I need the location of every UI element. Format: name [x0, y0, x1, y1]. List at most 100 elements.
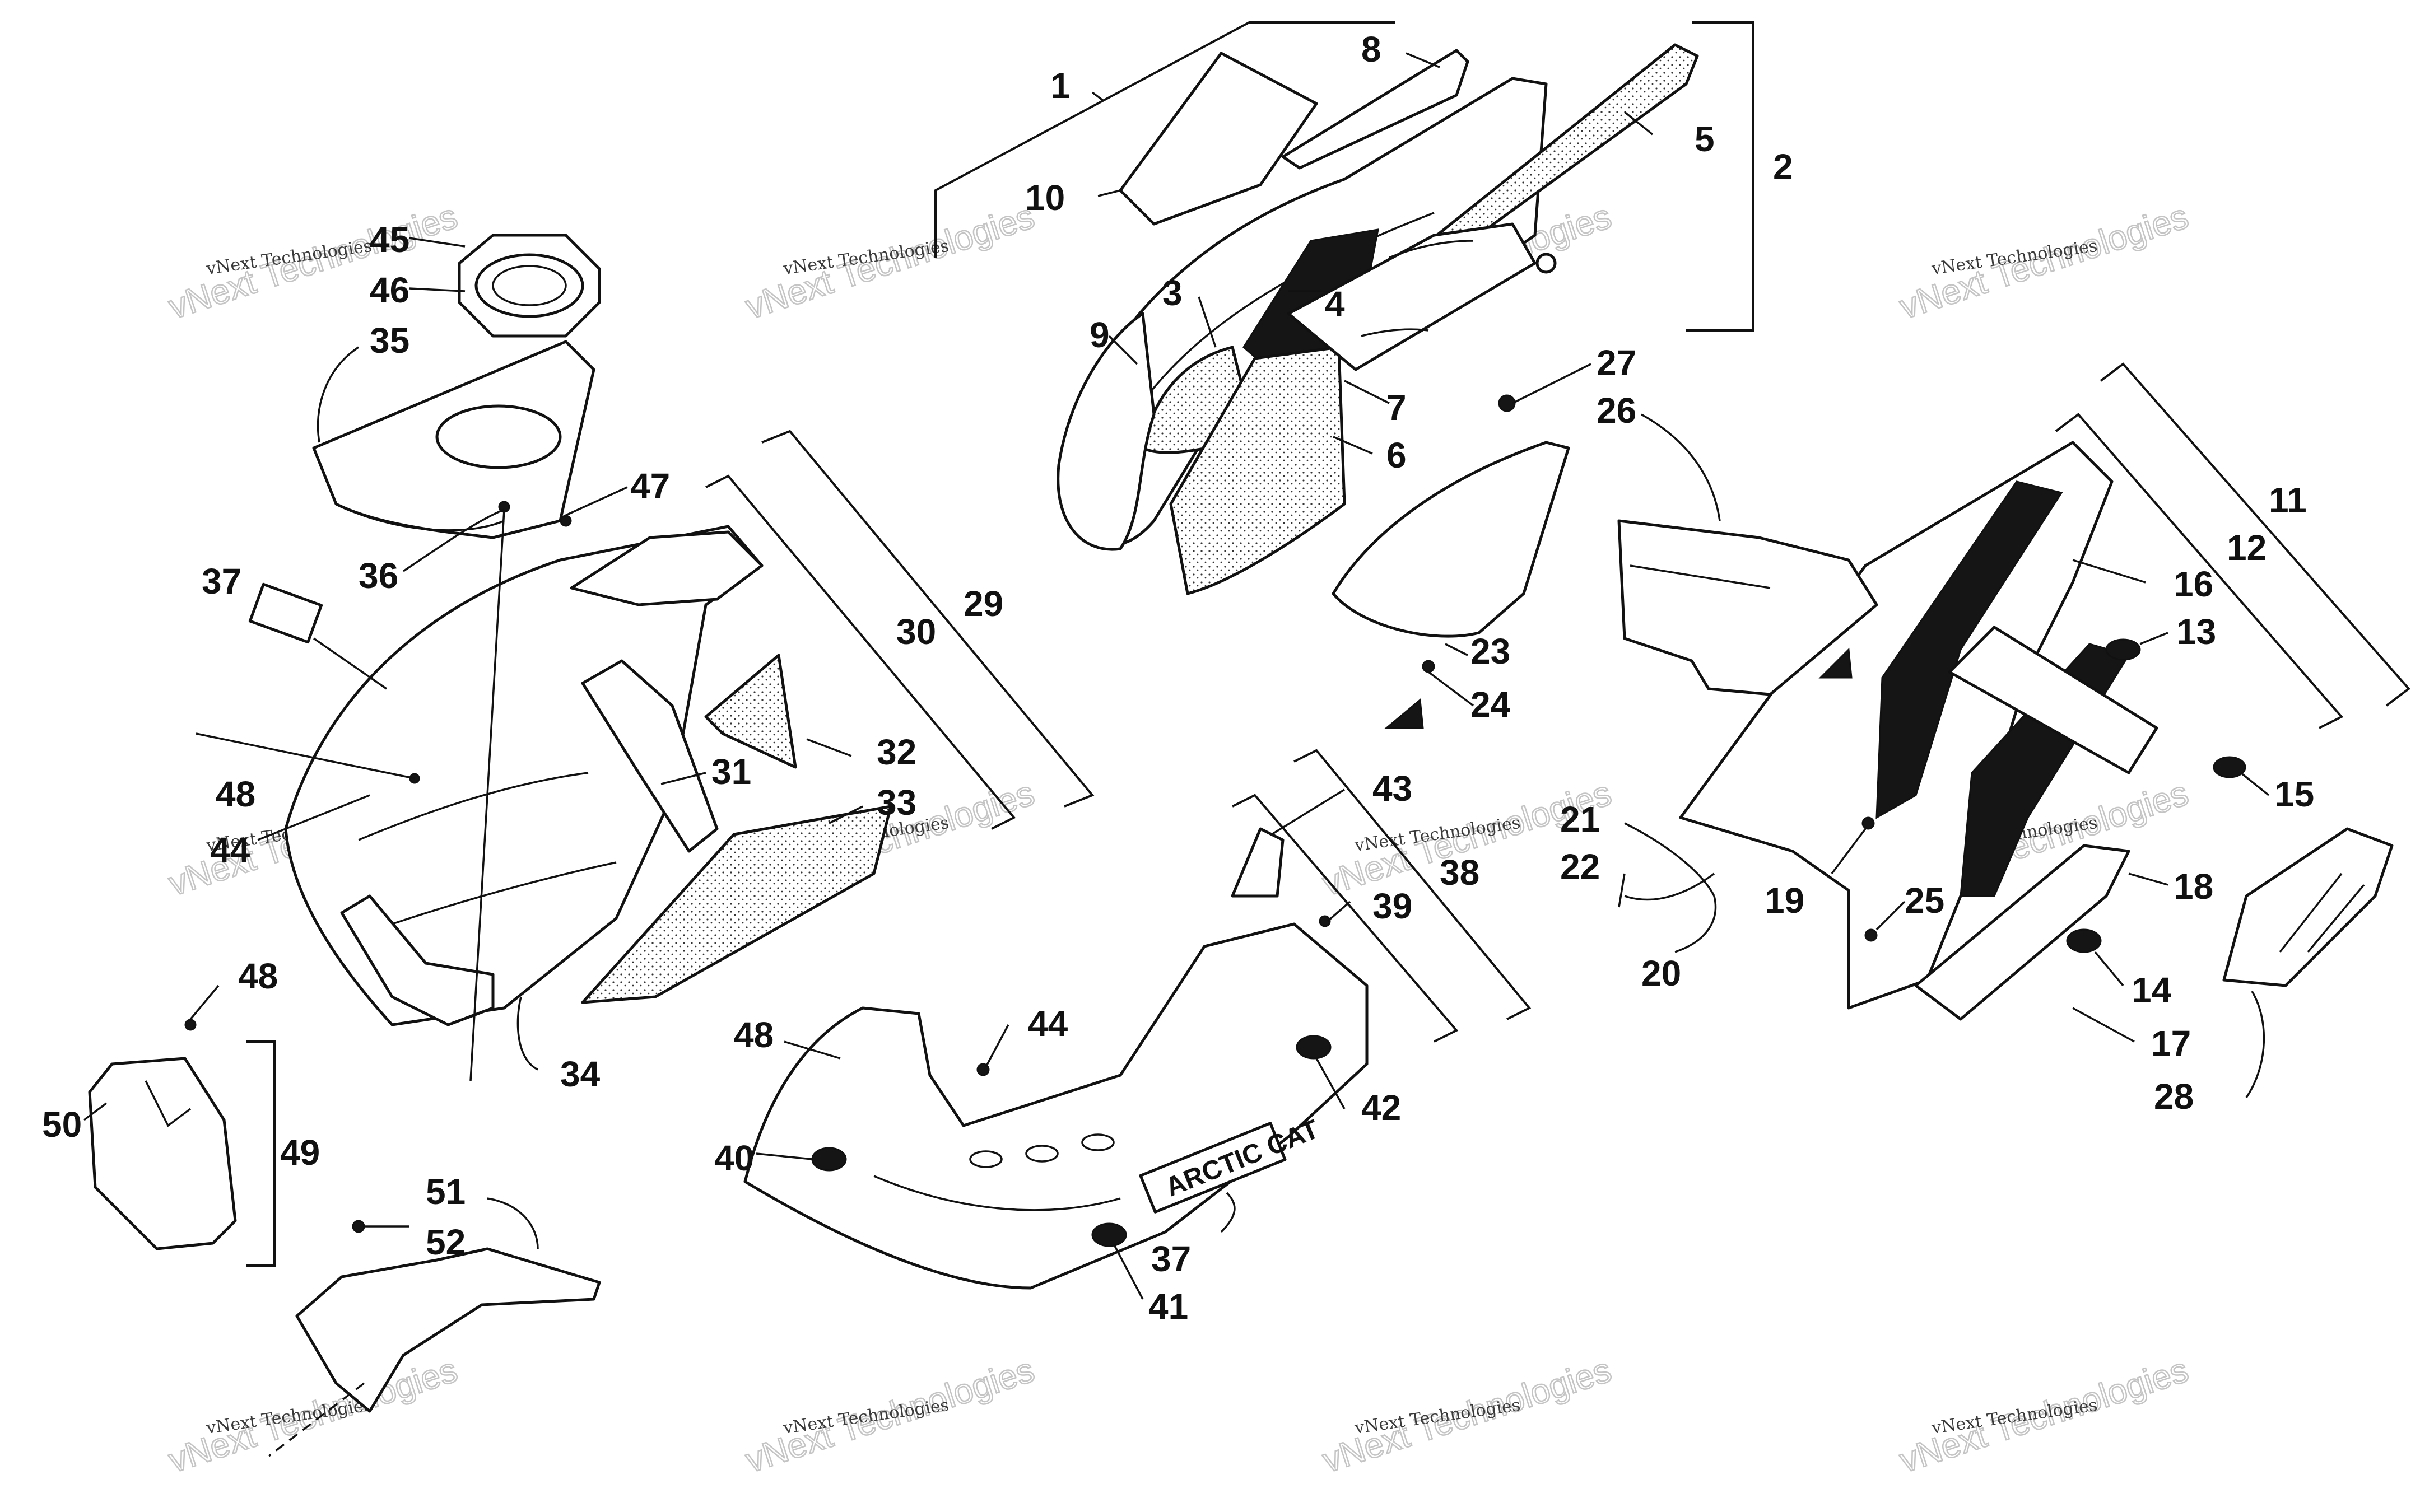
leader-15 — [2240, 772, 2270, 796]
label-40: 40 — [714, 1138, 754, 1178]
label-22: 22 — [1560, 847, 1600, 887]
label-44b: 44 — [1028, 1004, 1068, 1044]
part-35-plate-hole — [435, 404, 562, 469]
part-37-brand-decal — [1139, 1122, 1287, 1214]
part-37-decal — [248, 582, 323, 644]
part-16-stripe-graphic — [1876, 480, 2063, 819]
part-47-screw — [560, 515, 572, 527]
label-52: 52 — [426, 1222, 466, 1262]
leader-5 — [1623, 111, 1654, 136]
part-28-grille-slat-2 — [2307, 884, 2365, 953]
label-5: 5 — [1695, 119, 1715, 159]
label-20: 20 — [1641, 953, 1681, 993]
leader-23 — [1445, 643, 1468, 656]
label-3: 3 — [1162, 273, 1183, 313]
watermark-4: vNext Technologies vNext Technologies — [1895, 197, 2194, 328]
label-43: 43 — [1372, 768, 1412, 809]
label-31: 31 — [711, 752, 751, 792]
leader-31 — [660, 772, 706, 785]
part-29-pan-crease-2 — [392, 861, 617, 925]
label-45: 45 — [370, 220, 409, 260]
label-47: 47 — [630, 466, 670, 506]
leader-50 — [83, 1102, 108, 1121]
part-45-ring-opening — [474, 253, 584, 318]
label-25: 25 — [1905, 880, 1944, 921]
part-14-emblem — [2066, 928, 2102, 953]
watermark-9: vNext Technologies vNext Technologies — [164, 1350, 463, 1481]
leader-28 — [2245, 991, 2265, 1098]
label-15: 15 — [2274, 774, 2314, 814]
watermark-10: vNext Technologies vNext Technologies — [741, 1350, 1040, 1481]
leader-18 — [2128, 872, 2168, 886]
part-5-fastener — [1535, 253, 1557, 274]
part-17-lower-trim — [1914, 844, 2130, 1021]
bracket-38-outer — [1293, 749, 1532, 1020]
label-23: 23 — [1470, 631, 1510, 671]
leader-24 — [1427, 671, 1474, 707]
leader-47 — [565, 486, 628, 516]
part-35-plate-lip — [336, 503, 505, 531]
part-24-rivet — [1422, 660, 1435, 673]
leader-17 — [2072, 1007, 2135, 1043]
label-36: 36 — [359, 556, 398, 596]
callout-labels: 1 2 3 4 5 6 7 8 9 10 11 12 13 14 15 16 1… — [42, 29, 2314, 1327]
part-43-hook — [1231, 827, 1285, 898]
leader-39 — [1327, 900, 1351, 922]
label-38: 38 — [1440, 852, 1479, 893]
leader-43 — [1271, 788, 1345, 836]
part-29-main-pan — [284, 525, 764, 1026]
part-21-cable — [1624, 872, 1715, 901]
label-49: 49 — [280, 1132, 320, 1173]
brackets — [246, 21, 2410, 1267]
leader-36-pin — [469, 509, 505, 1081]
bracket-1 — [934, 21, 1395, 258]
label-16: 16 — [2174, 564, 2213, 604]
leader-16 — [2072, 559, 2146, 584]
part-26-duct — [1617, 519, 1878, 696]
watermark-12: vNext Technologies vNext Technologies — [1895, 1350, 2194, 1481]
bracket-11 — [2100, 362, 2410, 707]
watermark-11: vNext Technologies vNext Technologies — [1318, 1350, 1617, 1481]
leader-22 — [1618, 873, 1626, 908]
label-35: 35 — [370, 320, 409, 361]
part-23-inner-fender — [1332, 441, 1570, 638]
label-42: 42 — [1361, 1088, 1401, 1128]
label-27: 27 — [1597, 343, 1636, 383]
part-46-gasket — [492, 265, 567, 306]
label-21: 21 — [1560, 799, 1600, 839]
label-46: 46 — [370, 270, 409, 310]
leader-36 — [403, 508, 505, 572]
label-9: 9 — [1090, 315, 1110, 355]
leader-32 — [806, 738, 852, 757]
part-31-support-rib — [581, 659, 719, 853]
part-8-trim-strip — [1281, 49, 1469, 170]
bracket-30 — [705, 474, 1016, 830]
leader-35 — [317, 346, 359, 443]
label-41: 41 — [1148, 1286, 1188, 1327]
bracket-38 — [1232, 794, 1459, 1043]
label-28: 28 — [2154, 1076, 2194, 1117]
part-38-bumper-ridge — [873, 1175, 1121, 1211]
leader-3 — [1198, 296, 1217, 348]
small-covers — [88, 1019, 601, 1457]
leader-10 — [1097, 189, 1121, 197]
inner-fender-assembly — [1332, 394, 1878, 901]
part-41-emblem — [1091, 1222, 1127, 1247]
part-7-dash-grain-2 — [1389, 240, 1474, 259]
label-2: 2 — [1773, 147, 1793, 187]
leader-44a — [257, 794, 370, 841]
label-48b: 48 — [238, 956, 278, 996]
label-18: 18 — [2174, 866, 2213, 907]
leader-8 — [1406, 52, 1440, 68]
label-10: 10 — [1025, 178, 1065, 218]
part-7-dash-grain-1 — [1361, 328, 1429, 337]
bracket-12 — [2055, 413, 2344, 729]
leader-33 — [829, 805, 863, 824]
leader-46 — [408, 287, 466, 292]
part-30-upper-bracket — [570, 530, 764, 606]
leader-13 — [2139, 632, 2168, 645]
label-39: 39 — [1372, 886, 1412, 926]
label-48c: 48 — [734, 1015, 774, 1055]
part-6-lower-foam — [1169, 346, 1346, 595]
label-17: 17 — [2151, 1023, 2191, 1063]
